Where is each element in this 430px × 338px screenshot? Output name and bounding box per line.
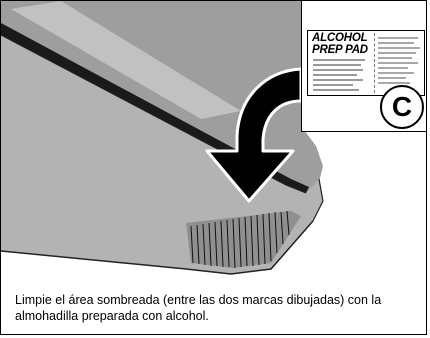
pad-title: ALCOHOL PREP PAD [312,32,368,56]
curved-arrow-down-icon [205,67,303,203]
pad-perforation [374,33,375,93]
hatched-area [186,210,301,269]
step-label: C [391,91,413,122]
device-illustration [1,1,426,334]
pad-title-line2: PREP PAD [312,43,368,56]
pad-fine-print [313,59,368,94]
device-front-face [1,35,323,274]
device-highlight [11,1,241,119]
step-label-badge: C [380,85,424,129]
pad-fine-print-right [378,37,421,87]
pad-title-line1: ALCOHOL [312,32,368,44]
instruction-caption: Limpie el área sombreada (entre las dos … [15,293,382,323]
